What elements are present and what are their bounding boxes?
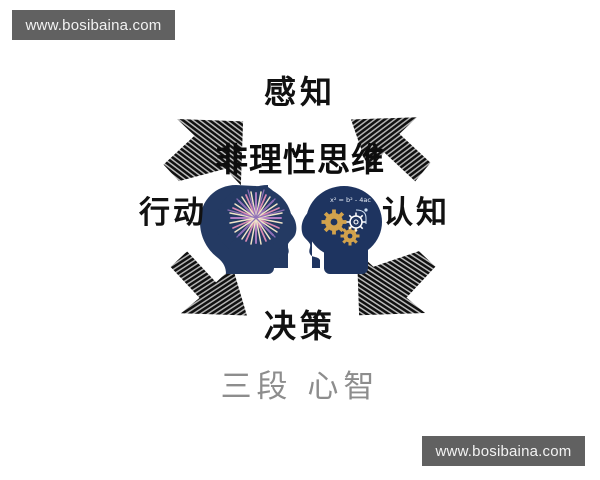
- watermark-text: www.bosibaina.com: [435, 442, 572, 460]
- watermark-top-left: www.bosibaina.com: [12, 10, 175, 40]
- formula-text: x² = b² - 4ac: [330, 196, 371, 204]
- cycle-label-cognition: 认知: [382, 195, 450, 231]
- diagram-center-title: 非理性思维: [215, 140, 385, 179]
- cycle-label-perception: 感知: [263, 73, 336, 111]
- arrow-cognition-to-decision: [356, 251, 436, 316]
- head-firework-icon: [200, 185, 297, 274]
- cycle-label-decision: 决策: [263, 307, 336, 345]
- gear-outline-icon: [346, 212, 366, 232]
- head-gears-icon: x² = b² - 4ac: [301, 186, 382, 274]
- diagram-caption: 三段 心智: [220, 369, 380, 405]
- arrow-perception-to-cognition: [350, 117, 431, 182]
- cycle-label-action: 行动: [139, 195, 207, 231]
- watermark-text: www.bosibaina.com: [25, 16, 162, 34]
- arrow-decision-to-action: [170, 251, 247, 316]
- gear-large-icon: [321, 209, 347, 235]
- watermark-bottom-right: www.bosibaina.com: [422, 436, 585, 466]
- arrow-action-to-perception: [163, 119, 244, 186]
